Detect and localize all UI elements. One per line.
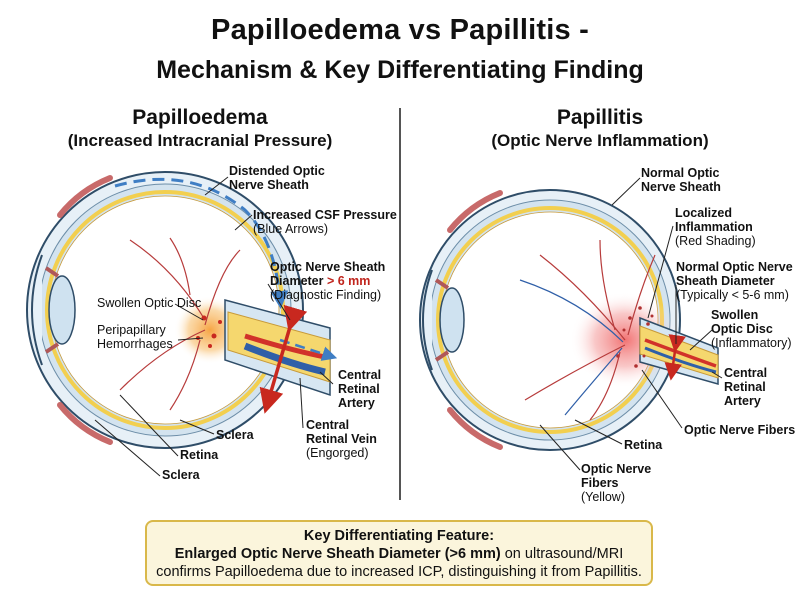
papillitis-subheading: (Optic Nerve Inflammation) <box>491 131 709 150</box>
right-cornea <box>422 269 433 371</box>
label-optic-nerve-fibers: Optic Nerve Fibers <box>684 423 796 437</box>
csf-flow-arrows <box>114 177 289 309</box>
right-panel-heading: Papillitis (Optic Nerve Inflammation) <box>440 106 760 152</box>
label-sclera-a: Sclera <box>216 428 254 442</box>
hemorrhage-spots <box>196 315 222 348</box>
left-cornea <box>31 254 43 366</box>
label-retina-left: Retina <box>180 448 219 462</box>
label-retina-right: Retina <box>624 438 663 452</box>
right-muscle-bottom <box>447 407 503 450</box>
inflammatory-cells <box>616 306 654 368</box>
normal-diameter-arrow <box>664 334 686 381</box>
right-iris <box>434 278 450 362</box>
page-subtitle: Mechanism & Key Differentiating Finding <box>156 56 644 84</box>
papilloedema-eye <box>26 171 338 449</box>
panel-divider <box>399 108 401 500</box>
right-muscle-top <box>447 190 503 233</box>
sheath-diameter-arrow <box>259 304 308 414</box>
label-swollen-disc: Swollen Optic Disc <box>97 296 202 310</box>
label-csf-pressure: Increased CSF Pressure(Blue Arrows) <box>253 208 397 236</box>
key-feature-line3: confirms Papilloedema due to increased I… <box>156 564 642 580</box>
left-lens <box>48 275 76 345</box>
right-retinal-veins <box>519 279 624 416</box>
left-panel-heading: Papilloedema (Increased Intracranial Pre… <box>40 106 360 152</box>
left-iris <box>44 266 60 354</box>
key-feature-heading: Key Differentiating Feature: <box>303 528 495 544</box>
key-feature-box: Key Differentiating Feature: Enlarged Op… <box>145 520 653 586</box>
key-feature-line2: Enlarged Optic Nerve Sheath Diameter (>6… <box>174 546 624 562</box>
papilloedema-subheading: (Increased Intracranial Pressure) <box>67 131 333 150</box>
papillitis-heading: Papillitis <box>556 106 644 129</box>
papilloedema-heading: Papilloedema <box>132 106 268 129</box>
left-leader-lines <box>94 176 334 477</box>
label-sclera-b: Sclera <box>162 468 200 482</box>
right-retinal-vessels <box>524 239 656 421</box>
left-muscle-top <box>57 175 113 218</box>
left-retinal-vessels <box>119 237 241 411</box>
right-leader-lines <box>539 177 723 471</box>
papillitis-eye <box>419 189 719 451</box>
right-lens <box>439 287 465 353</box>
page-title: Papilloedema vs Papillitis - <box>211 14 589 46</box>
left-muscle-bottom <box>57 402 113 445</box>
